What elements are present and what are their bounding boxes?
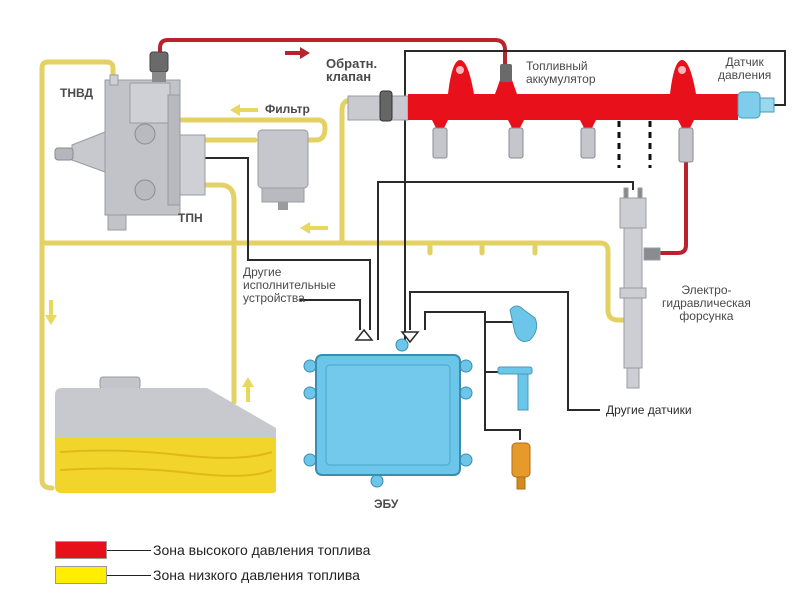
flow-arrows-low xyxy=(45,104,328,402)
sensor-temperature xyxy=(511,442,531,490)
pressure-sensor xyxy=(737,91,775,119)
label-injector-line3: форсунка xyxy=(679,309,734,323)
tank-supply-line xyxy=(202,182,237,405)
check-valve-return-line xyxy=(339,97,371,246)
arrow-left-icon xyxy=(300,222,328,234)
label-check-valve-line1: Обратн. xyxy=(326,56,378,71)
label-tnvd: ТНВД xyxy=(60,86,94,100)
high-pressure-lines xyxy=(158,38,688,255)
rail-fittings xyxy=(432,127,694,163)
high-pressure-pump xyxy=(54,51,206,231)
filter-outlet-line xyxy=(179,117,328,143)
label-injector: Электро- гидравлическая форсунка xyxy=(662,284,751,323)
pump-to-rail-line xyxy=(158,38,507,70)
label-tpn: ТПН xyxy=(178,211,203,225)
arrow-right-icon xyxy=(285,47,310,59)
label-other-actuators: Другие исполнительные устройства xyxy=(243,266,336,305)
rail-outlets xyxy=(432,120,694,128)
ecu-output-arrow xyxy=(400,331,420,344)
arrow-down-icon xyxy=(45,300,57,325)
legend-label-low-pressure: Зона низкого давления топлива xyxy=(153,567,360,583)
rail-to-injector-line xyxy=(658,160,688,255)
wires xyxy=(180,50,786,440)
label-injector-line2: гидравлическая xyxy=(662,296,751,310)
wire-pump xyxy=(180,157,371,330)
tank-return-line xyxy=(39,240,55,491)
label-accumulator-line2: аккумулятор xyxy=(526,72,596,86)
label-other-actuators-line3: устройства xyxy=(243,291,305,305)
label-pressure-sensor: Датчик давления xyxy=(718,56,771,82)
legend-item-high-pressure: Зона высокого давления топлива xyxy=(55,541,515,561)
wire-pressure-sensor xyxy=(404,50,786,340)
label-accumulator: Топливный аккумулятор xyxy=(526,60,596,86)
fuel-accumulator-rail xyxy=(408,60,738,128)
ecu-unit xyxy=(303,338,473,488)
injector-placeholders xyxy=(617,121,652,168)
arrow-up-icon xyxy=(242,377,254,402)
label-pressure-sensor-line2: давления xyxy=(718,68,772,82)
low-pressure-lines xyxy=(39,59,633,491)
sensor-position xyxy=(497,366,533,411)
label-ecu: ЭБУ xyxy=(374,497,399,511)
main-return-line xyxy=(39,240,633,323)
label-other-actuators-line1: Другие xyxy=(243,265,282,279)
wire-other-actuators xyxy=(300,299,361,330)
sensor-cam xyxy=(509,305,538,342)
arrow-left-icon xyxy=(230,104,258,116)
legend-leader-line xyxy=(107,575,151,576)
legend-swatch-low-pressure xyxy=(55,566,107,584)
wire-other-sensors xyxy=(409,291,600,411)
wire-injector xyxy=(377,181,634,340)
label-pressure-sensor-line1: Датчик xyxy=(725,55,764,69)
legend-leader-line xyxy=(107,550,151,551)
legend-item-low-pressure: Зона низкого давления топлива xyxy=(55,566,515,586)
fuel-tank xyxy=(55,376,276,493)
label-injector-line1: Электро- xyxy=(681,283,732,297)
return-line-tnvd xyxy=(39,59,116,246)
check-valve xyxy=(347,90,409,122)
fuel-filter xyxy=(257,129,309,210)
label-check-valve-line2: клапан xyxy=(326,69,372,84)
legend-label-high-pressure: Зона высокого давления топлива xyxy=(153,542,371,558)
legend-swatch-high-pressure xyxy=(55,541,107,559)
label-other-sensors: Другие датчики xyxy=(606,403,692,417)
label-check-valve: Обратн. клапан xyxy=(326,57,377,83)
ecu-input-arrow xyxy=(354,328,374,341)
electro-hydraulic-injector xyxy=(619,187,661,389)
label-filter: Фильтр xyxy=(265,102,310,116)
label-accumulator-line1: Топливный xyxy=(526,59,588,73)
label-other-actuators-line2: исполнительные xyxy=(243,278,336,292)
